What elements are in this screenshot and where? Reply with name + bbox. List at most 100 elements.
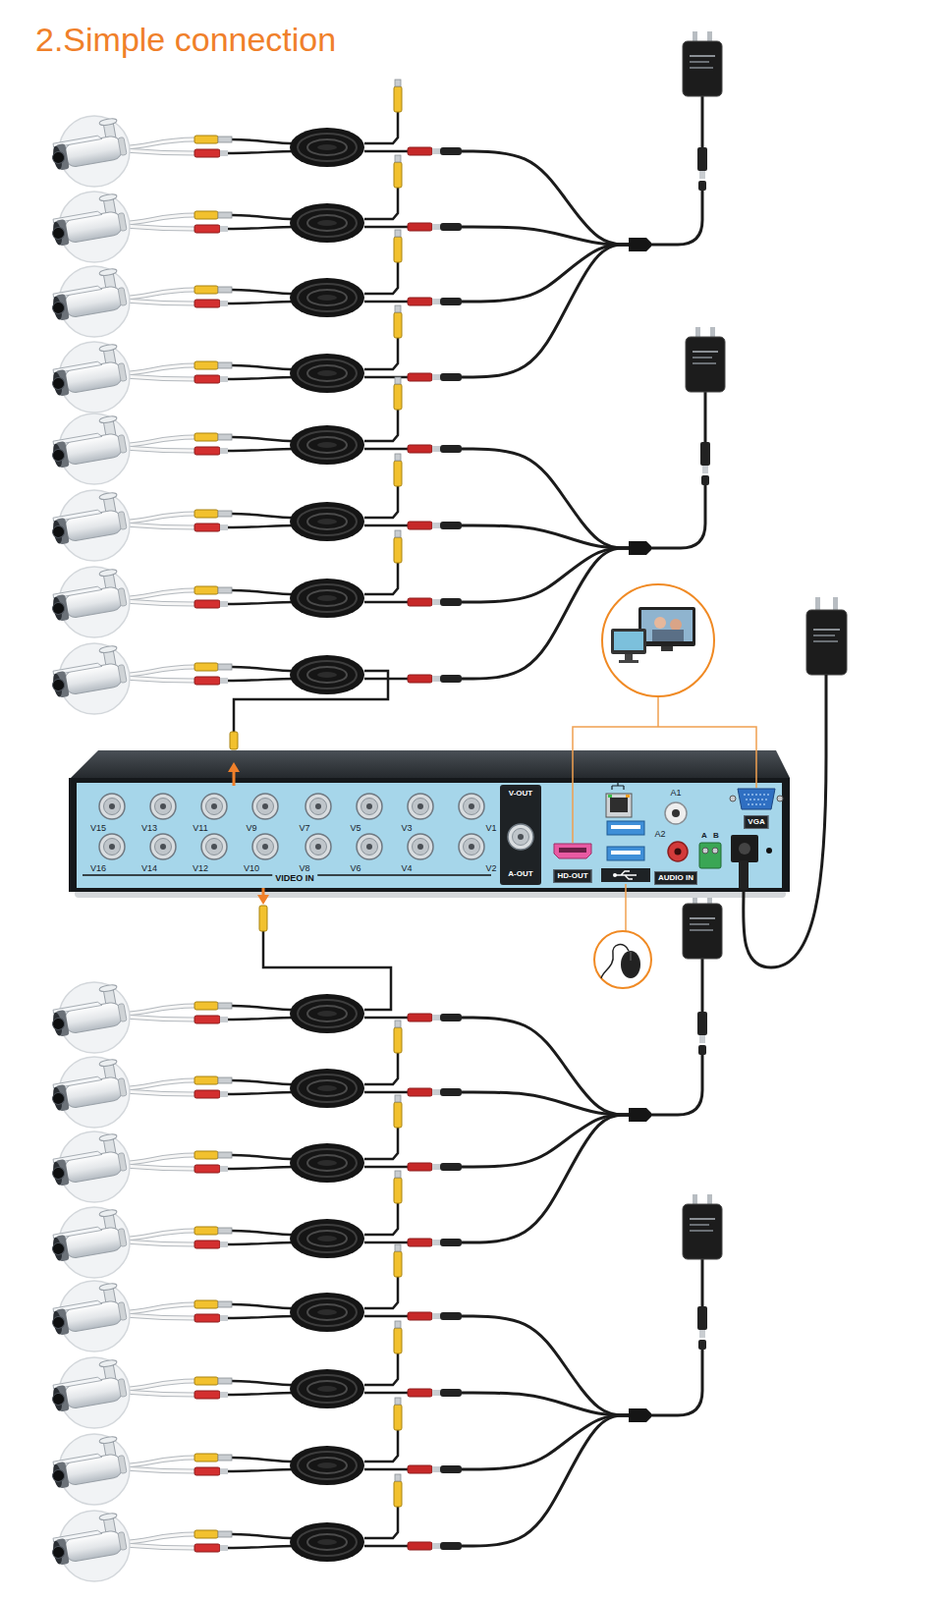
dc-male-tip: [432, 1389, 441, 1396]
dc-plug: [440, 1312, 462, 1321]
bullet-camera: [47, 1208, 127, 1263]
camera-halo: [58, 643, 130, 715]
bnc-male-tip: [394, 1397, 401, 1405]
pigtail-outline: [123, 139, 195, 148]
camera-rear-cap: [117, 1379, 127, 1398]
bnc-female: [194, 1377, 219, 1386]
coax-cable: [364, 187, 398, 220]
coil-hole: [317, 1309, 337, 1316]
pigtail-cable: [123, 376, 195, 380]
adapter-plug: [697, 147, 708, 171]
dc-male: [407, 1388, 433, 1397]
dc-male-tip: [432, 599, 441, 606]
splitter-lead: [461, 226, 629, 245]
bnc-port-pin: [468, 843, 475, 850]
coil-ring: [297, 431, 357, 459]
bnc-port-ring: [155, 798, 172, 816]
splitter-feed: [652, 485, 706, 549]
dc-socket: [698, 180, 707, 191]
camera-mount-base: [99, 268, 118, 278]
adapter-prong: [695, 327, 701, 338]
power-cable: [227, 1316, 295, 1319]
camera-rear-cap: [117, 511, 127, 531]
cable-coil: [289, 501, 365, 542]
pigtail-outline: [123, 1230, 195, 1239]
pigtail-outline: [123, 225, 195, 229]
camera-lens: [52, 1091, 66, 1106]
power-cable: [364, 1545, 408, 1549]
bnc-port-pin: [517, 833, 524, 840]
coil-hole: [317, 144, 337, 151]
bnc-port-pin: [468, 803, 475, 810]
cable-coil: [289, 1522, 365, 1562]
dc-female: [194, 375, 221, 384]
terminal-screw: [712, 847, 719, 854]
camera-mount-base: [99, 1058, 118, 1068]
bnc-port-ring: [206, 798, 223, 816]
bnc-male-tip: [394, 1095, 401, 1103]
pigtail-outline: [123, 300, 195, 304]
dc-male-tip: [432, 374, 441, 381]
bnc-male: [393, 460, 402, 487]
coil-ring: [297, 359, 357, 388]
camera-halo: [58, 1510, 130, 1582]
bnc-male-tip: [394, 305, 401, 313]
bnc-female: [194, 1530, 219, 1539]
pigtail-cable: [123, 1468, 195, 1472]
coax-cable: [364, 1353, 398, 1386]
adapter-sticker: [689, 1223, 710, 1226]
power-cable: [364, 1468, 408, 1472]
bnc-tip: [218, 136, 232, 143]
bnc-port: [356, 793, 383, 820]
dc-male-tip: [432, 298, 441, 305]
dc-jack: [730, 834, 759, 863]
dc-plug: [440, 1238, 462, 1247]
bnc-tip: [218, 1002, 232, 1009]
rca-center: [674, 848, 682, 856]
bnc-port-ring: [361, 798, 379, 816]
power-cable: [364, 447, 408, 451]
splitter-lead: [461, 1316, 629, 1416]
coil-hole: [317, 671, 337, 678]
adapter-sticker: [689, 923, 710, 926]
camera-halo: [58, 1434, 130, 1505]
coax-cable: [364, 1276, 398, 1309]
bullet-camera: [47, 491, 127, 546]
network-port: [606, 793, 632, 818]
pin-label: B: [713, 832, 720, 840]
bnc-port-pin: [109, 803, 115, 810]
adapter-prong: [692, 1194, 698, 1206]
pigtail-cable: [123, 1016, 195, 1020]
diagram-title: 2.Simple connection: [35, 19, 336, 60]
bnc-female: [194, 1453, 219, 1462]
bnc-port: [150, 793, 176, 820]
camera-rear-cap: [117, 665, 127, 684]
bnc-port: [201, 833, 227, 860]
cable-coil: [289, 1219, 365, 1259]
pigtail-outline: [123, 666, 195, 675]
vga-screw: [729, 795, 736, 802]
pigtail-outline: [123, 1304, 195, 1313]
hdmi-port: [554, 843, 592, 859]
channel-label: V9: [245, 824, 257, 833]
cable-coil: [289, 425, 365, 465]
power-cable: [364, 150, 408, 154]
dc-male-tip: [432, 223, 441, 230]
adapter-sticker: [689, 929, 714, 932]
network-led: [625, 794, 630, 798]
coax-cable: [364, 1127, 398, 1160]
dc-male-tip: [432, 522, 441, 529]
tv-figure: [669, 618, 682, 631]
bnc-male: [393, 1481, 402, 1507]
camera-lens: [52, 300, 66, 315]
power-cable: [227, 602, 295, 605]
bnc-port-pin: [160, 803, 167, 810]
bullet-camera: [47, 414, 127, 469]
bnc-port-pin: [315, 843, 322, 850]
port-label: V-OUT: [508, 789, 533, 798]
camera-rear-cap: [117, 1003, 127, 1023]
power-cable: [364, 1016, 408, 1020]
coil-ring: [307, 1534, 347, 1551]
bnc-tip: [218, 1378, 232, 1385]
bnc-port: [150, 833, 176, 860]
